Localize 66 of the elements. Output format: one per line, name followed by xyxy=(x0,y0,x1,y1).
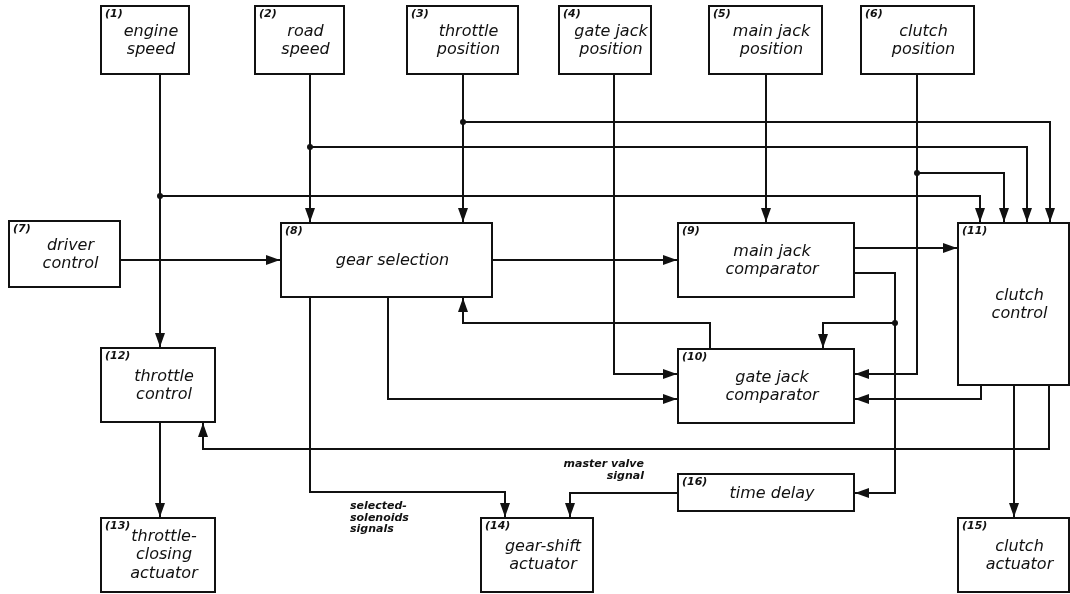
block-label: clutch position xyxy=(890,21,957,59)
block-number: (7) xyxy=(13,223,31,236)
block-number: (3) xyxy=(411,8,429,21)
arrow xyxy=(1009,385,1019,518)
block-box xyxy=(100,517,216,593)
block-label: throttle control xyxy=(133,366,195,404)
block-number: (8) xyxy=(285,225,303,238)
block-label: gear selection xyxy=(334,250,451,270)
block-number: (9) xyxy=(682,225,700,238)
block-box xyxy=(708,5,823,75)
block-box xyxy=(8,220,121,288)
block-box xyxy=(100,347,216,423)
arrow xyxy=(387,297,678,404)
block-box xyxy=(677,348,855,424)
block-label: gate jack position xyxy=(574,21,648,59)
block-box xyxy=(860,5,975,75)
arrow xyxy=(854,74,918,379)
block-number: (16) xyxy=(682,476,708,489)
block-box xyxy=(677,473,855,512)
arrow xyxy=(613,74,678,379)
block-number: (5) xyxy=(713,8,731,21)
block-label: time delay xyxy=(728,483,816,502)
block-box xyxy=(254,5,345,75)
arrow xyxy=(761,74,771,223)
block-number: (10) xyxy=(682,351,708,364)
arrow xyxy=(458,297,711,349)
block-box xyxy=(406,5,519,75)
block-number: (11) xyxy=(962,225,988,238)
block-box xyxy=(677,222,855,298)
block-label: throttle-closing actuator xyxy=(130,527,200,583)
block-number: (14) xyxy=(485,520,511,533)
block-number: (4) xyxy=(563,8,581,21)
block-label: main jack position xyxy=(731,21,812,59)
block-number: (15) xyxy=(962,520,988,533)
arrow xyxy=(120,255,281,265)
block-number: (13) xyxy=(105,520,131,533)
arrow xyxy=(155,422,165,518)
block-number: (6) xyxy=(865,8,883,21)
block-label: engine speed xyxy=(122,21,180,59)
block-label: clutch control xyxy=(990,285,1049,323)
arrow xyxy=(309,74,1032,223)
block-box xyxy=(957,517,1070,593)
block-box xyxy=(558,5,652,75)
block-label: clutch actuator xyxy=(984,536,1055,574)
block-label: gear-shift actuator xyxy=(503,536,583,574)
arrow xyxy=(159,74,985,223)
arrow xyxy=(854,385,982,404)
block-box xyxy=(100,5,190,75)
block-label: gate jack comparator xyxy=(724,367,821,405)
block-number: (1) xyxy=(105,8,123,21)
block-box xyxy=(280,222,493,298)
block-box xyxy=(480,517,594,593)
block-label: road speed xyxy=(280,21,331,59)
block-number: (2) xyxy=(259,8,277,21)
arrow xyxy=(854,243,958,253)
block-number: (12) xyxy=(105,350,131,363)
block-box xyxy=(957,222,1070,386)
arrow xyxy=(565,492,678,518)
block-label: driver control xyxy=(41,235,100,273)
arrow xyxy=(462,74,1055,223)
arrow xyxy=(492,255,678,265)
block-label: throttle position xyxy=(435,21,502,59)
arrow xyxy=(854,272,896,498)
arrow xyxy=(309,297,510,518)
arrow xyxy=(198,385,1050,450)
block-label: main jack comparator xyxy=(724,241,821,279)
